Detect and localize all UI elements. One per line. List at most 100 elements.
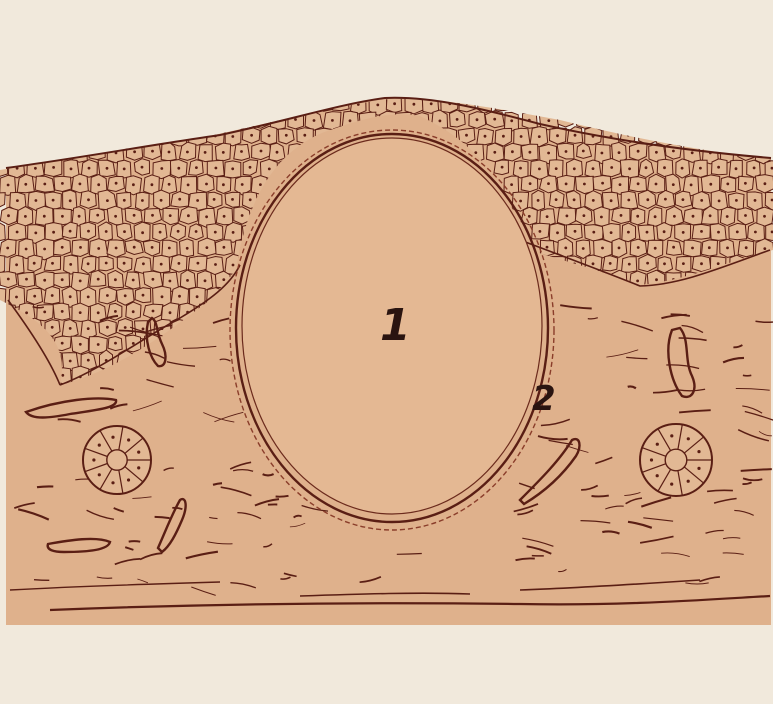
cell-nucleus — [655, 183, 658, 186]
cell-nucleus — [546, 215, 549, 218]
cell-nucleus — [726, 183, 729, 186]
cell-nucleus — [708, 118, 711, 121]
cell-nucleus — [646, 198, 649, 201]
cell-nucleus — [215, 167, 218, 170]
cell-nucleus — [107, 135, 110, 138]
cell-nucleus — [655, 278, 658, 281]
epithelial-cell — [18, 143, 33, 160]
cell-nucleus — [628, 263, 631, 266]
cell-nucleus — [169, 214, 172, 217]
cell-nucleus — [214, 103, 217, 106]
cell-nucleus — [87, 359, 90, 362]
epithelial-cell — [711, 96, 730, 113]
cell-nucleus — [753, 167, 756, 170]
epithelial-cell — [747, 97, 766, 112]
cell-nucleus — [43, 279, 46, 282]
cell-nucleus — [439, 120, 442, 123]
cell-nucleus — [510, 119, 513, 122]
cell-nucleus — [141, 231, 144, 234]
cell-nucleus — [737, 103, 740, 106]
cell-nucleus — [169, 118, 172, 121]
cell-nucleus — [647, 134, 650, 137]
epithelial-cell — [711, 128, 728, 147]
cell-nucleus — [601, 118, 604, 121]
cell-nucleus — [619, 118, 622, 121]
cell-nucleus — [7, 214, 10, 217]
cell-nucleus — [717, 231, 720, 234]
epithelial-cell — [171, 127, 187, 146]
cell-nucleus — [610, 102, 613, 105]
cell-nucleus — [187, 120, 190, 123]
cell-nucleus — [672, 183, 675, 186]
cell-nucleus — [260, 150, 263, 153]
cell-nucleus — [106, 199, 109, 202]
cell-nucleus — [691, 151, 694, 154]
cell-nucleus — [241, 214, 244, 217]
epithelial-cell — [567, 96, 583, 112]
cell-nucleus — [574, 102, 577, 105]
cell-nucleus — [610, 166, 613, 169]
cell-nucleus — [97, 183, 100, 186]
cell-nucleus — [222, 151, 225, 154]
cell-nucleus — [169, 311, 172, 314]
cell-nucleus — [25, 120, 28, 123]
cell-nucleus — [627, 134, 630, 137]
cell-nucleus — [501, 166, 504, 169]
cell-nucleus — [114, 342, 117, 345]
cell-nucleus — [43, 248, 46, 251]
cell-nucleus — [249, 166, 252, 169]
epithelial-cell — [63, 94, 80, 112]
cell-nucleus — [645, 103, 648, 106]
epithelial-cell — [99, 97, 114, 113]
cell-nucleus — [744, 214, 747, 217]
cell-nucleus — [735, 167, 738, 170]
epithelial-cell — [693, 127, 707, 145]
cell-nucleus — [125, 135, 128, 138]
cell-nucleus — [664, 135, 667, 138]
cell-nucleus — [24, 150, 27, 153]
label-capsule: 2 — [532, 379, 556, 419]
cell-nucleus — [349, 119, 352, 122]
cell-nucleus — [213, 198, 216, 201]
cell-nucleus — [231, 167, 234, 170]
epithelial-cell — [134, 257, 151, 274]
cell-nucleus — [114, 278, 117, 281]
cell-nucleus — [331, 119, 334, 122]
cell-nucleus — [476, 118, 479, 121]
epithelial-cell — [595, 112, 612, 128]
cell-nucleus — [16, 102, 19, 105]
cell-nucleus — [260, 118, 263, 121]
cell-nucleus — [763, 247, 766, 250]
cell-nucleus — [25, 248, 28, 251]
cell-nucleus — [114, 118, 117, 121]
cell-nucleus — [7, 151, 10, 154]
cell-nucleus — [699, 167, 702, 170]
cell-nucleus — [601, 182, 604, 185]
epithelial-cell — [530, 96, 545, 112]
cell-nucleus — [555, 167, 558, 170]
cell-nucleus — [187, 214, 190, 217]
cell-nucleus — [51, 326, 54, 329]
cell-nucleus — [564, 118, 567, 121]
epithelial-cell — [153, 95, 171, 116]
cell-nucleus — [160, 167, 163, 170]
cell-nucleus — [43, 215, 46, 218]
epithelial-cell — [656, 128, 674, 146]
cell-nucleus — [636, 280, 639, 283]
cell-nucleus — [241, 183, 244, 186]
cell-nucleus — [161, 295, 164, 298]
cell-nucleus — [601, 247, 604, 250]
cell-nucleus — [123, 168, 126, 171]
cell-nucleus — [132, 342, 135, 345]
cell-nucleus — [88, 167, 91, 170]
cell-nucleus — [502, 135, 505, 138]
cell-nucleus — [520, 102, 523, 105]
cell-nucleus — [6, 118, 9, 121]
cell-nucleus — [169, 280, 172, 283]
cell-nucleus — [51, 262, 54, 265]
cell-nucleus — [87, 230, 90, 233]
cell-nucleus — [762, 152, 765, 155]
cell-nucleus — [259, 183, 262, 186]
cell-nucleus — [33, 135, 36, 138]
